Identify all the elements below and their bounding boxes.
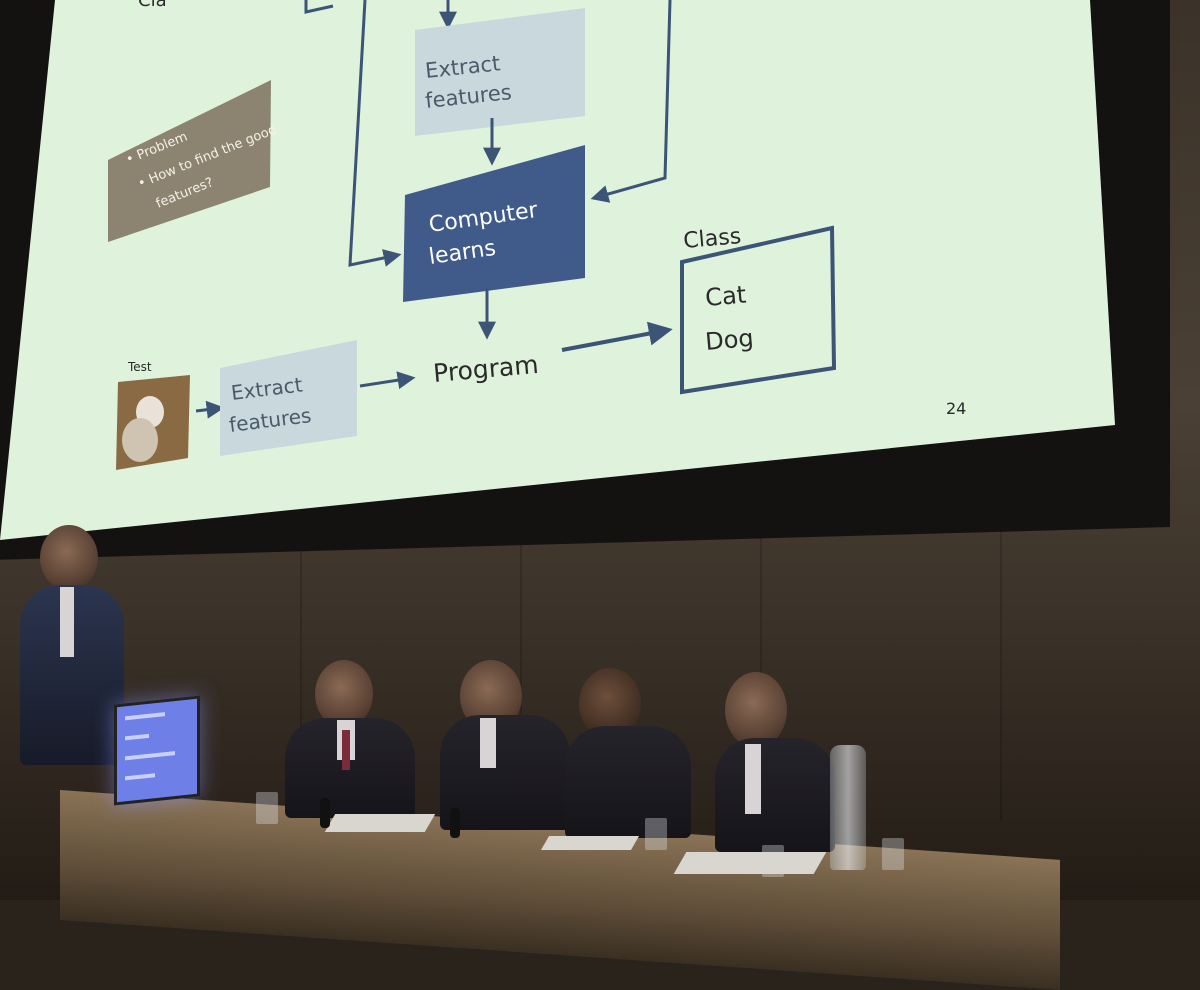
panelist-2-shirt	[480, 718, 496, 768]
class-box	[680, 225, 837, 395]
laptop-line	[125, 751, 175, 761]
panelist-1-head	[315, 660, 373, 728]
slide-page-number: 24	[946, 399, 966, 418]
table-papers	[540, 836, 640, 850]
panelist-2	[440, 660, 570, 830]
laptop-line	[125, 773, 155, 781]
panelist-3-body	[565, 726, 691, 838]
standing-speaker	[20, 525, 140, 765]
table-papers	[324, 814, 436, 832]
water-bottle	[830, 745, 866, 870]
microphone	[320, 798, 330, 828]
test-label: Test	[127, 360, 152, 374]
computer-learns-box	[403, 145, 585, 302]
laptop-screen	[114, 695, 200, 806]
class-option-cat: Cat	[704, 281, 747, 312]
speaker-shirt	[60, 587, 74, 657]
water-glass	[256, 792, 278, 824]
arrow-program-to-class	[561, 321, 673, 352]
speaker-head	[40, 525, 98, 591]
slide-canvas: Cla Extract features Computer learns • P…	[0, 0, 1115, 540]
laptop-line	[125, 712, 165, 721]
panelist-4-body	[715, 738, 835, 852]
arrow-right-loop	[590, 0, 672, 203]
panelist-1	[285, 660, 415, 818]
extract-features-top-box	[415, 8, 585, 136]
extract-features-bottom-box	[220, 340, 357, 456]
laptop-line	[125, 733, 149, 741]
projected-slide: Cla Extract features Computer learns • P…	[0, 0, 1115, 540]
arrow-test-to-extract	[195, 400, 225, 419]
arrow-left-loop	[348, 0, 402, 267]
panelist-2-body	[440, 715, 570, 830]
panelist-4	[715, 672, 845, 852]
water-glass	[882, 838, 904, 870]
panelist-4-shirt	[745, 744, 761, 814]
wall-seam	[1000, 520, 1002, 820]
class-option-dog: Dog	[704, 324, 755, 356]
arrow-extract-to-program	[359, 371, 416, 390]
water-glass	[645, 818, 667, 850]
problem-note-box	[108, 80, 271, 242]
panelist-3	[565, 668, 695, 838]
top-box-edge	[304, 0, 334, 14]
test-image-dog-body	[122, 418, 158, 462]
panelist-1-tie	[342, 730, 350, 770]
wall-seam	[300, 520, 302, 820]
wall-seam	[760, 520, 762, 820]
table-papers	[673, 852, 827, 874]
class-label-top: Cla	[138, 0, 167, 11]
wall-seam	[520, 520, 522, 820]
panelist-4-head	[725, 672, 787, 748]
microphone	[450, 808, 460, 838]
